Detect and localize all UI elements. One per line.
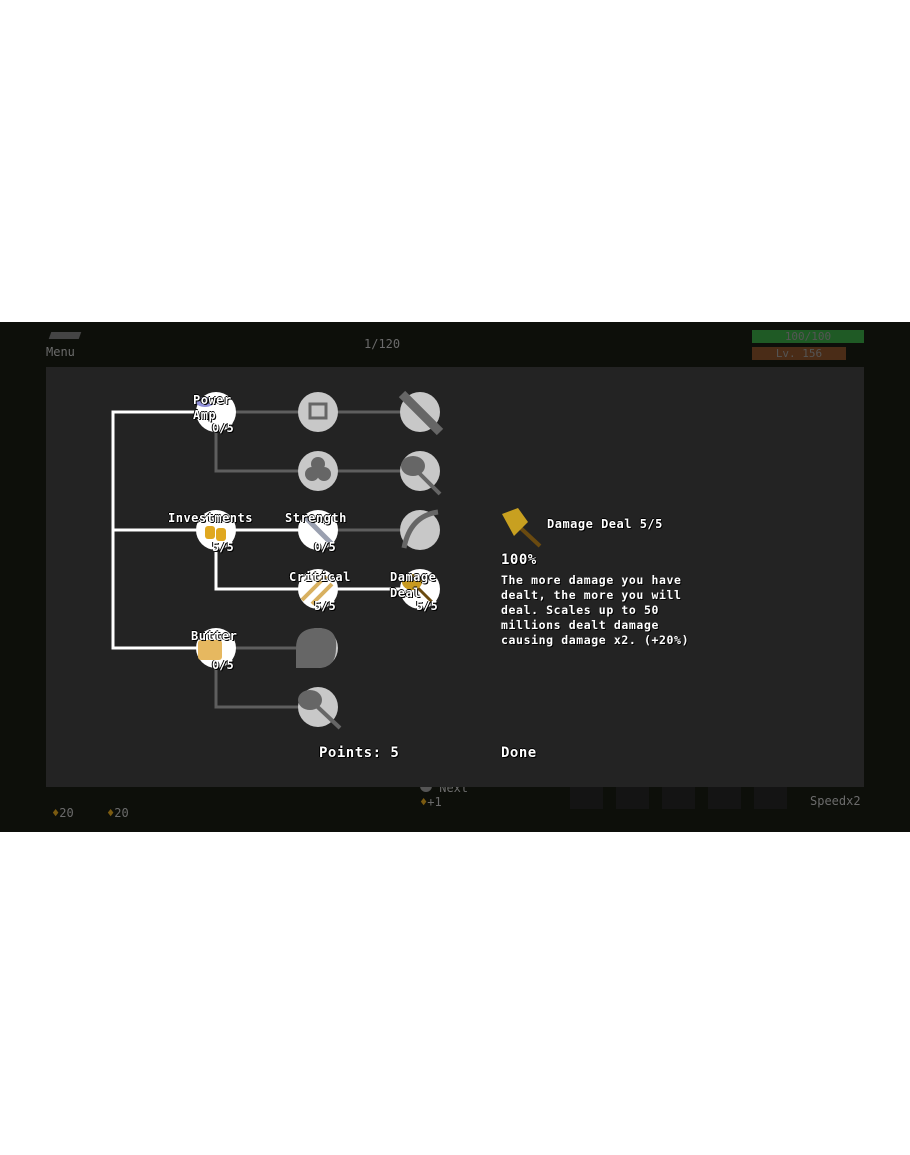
sword-icon — [398, 390, 444, 436]
fangs-icon — [308, 402, 328, 420]
critical-icon — [300, 574, 334, 606]
coins-icon — [205, 526, 226, 541]
points-counter: Points: 5 — [319, 745, 400, 761]
axe-icon — [401, 456, 442, 496]
unit-cost-2[interactable]: ♦20 — [107, 806, 129, 820]
detail-value: 100% — [501, 552, 537, 568]
speed-button[interactable]: Speedx2 — [810, 794, 861, 808]
node-critical — [298, 569, 338, 609]
node-label: Deal — [390, 586, 421, 600]
gold-icon: ♦ — [420, 795, 428, 809]
item-slots — [570, 784, 787, 809]
node-count: 5/5 — [314, 599, 336, 613]
item-slot[interactable] — [754, 784, 787, 809]
damage-deal-axe-icon — [402, 574, 436, 606]
node-investments — [196, 510, 236, 550]
node-count: 0/5 — [314, 540, 336, 554]
node-count: 0/5 — [212, 421, 234, 435]
node-label: Strength — [285, 511, 347, 525]
item-slot[interactable] — [570, 784, 603, 809]
item-slot[interactable] — [616, 784, 649, 809]
detail-description: The more damage you have dealt, the more… — [501, 573, 690, 647]
node-label: Power — [193, 393, 232, 407]
node-label: Investments — [168, 511, 253, 525]
done-button[interactable]: Done — [501, 745, 537, 761]
power-amp-icon — [196, 397, 214, 407]
item-slot[interactable] — [708, 784, 741, 809]
skill-tree-panel — [46, 367, 864, 787]
unit-cost-1[interactable]: ♦20 — [52, 806, 74, 820]
node-label: Amp — [193, 408, 217, 422]
node-locked — [298, 392, 338, 432]
level-bar: Lv. 156 — [752, 347, 846, 360]
axe-icon — [298, 690, 342, 730]
node-count: 5/5 — [416, 599, 438, 613]
detail-title: Damage Deal 5/5 — [547, 517, 663, 531]
wave-counter: 1/120 — [364, 337, 401, 351]
node-label: Damage — [390, 570, 437, 584]
strength-sword-icon — [302, 514, 334, 546]
gold-icon: ♦ — [52, 806, 60, 820]
clover-icon — [305, 457, 331, 481]
butter-icon — [198, 640, 222, 660]
node-locked — [400, 510, 440, 550]
gold-icon: ♦ — [107, 806, 115, 820]
health-bar: 100/100 — [752, 330, 864, 343]
node-count: 0/5 — [212, 658, 234, 672]
node-label: Butter — [191, 629, 238, 643]
node-label: Critical — [289, 570, 351, 584]
detail-axe-icon — [502, 508, 542, 548]
node-count: 5/5 — [212, 540, 234, 554]
menu-button[interactable]: Menu — [46, 332, 96, 359]
blob-icon — [296, 628, 337, 668]
item-slot[interactable] — [662, 784, 695, 809]
bow-icon — [401, 509, 439, 549]
